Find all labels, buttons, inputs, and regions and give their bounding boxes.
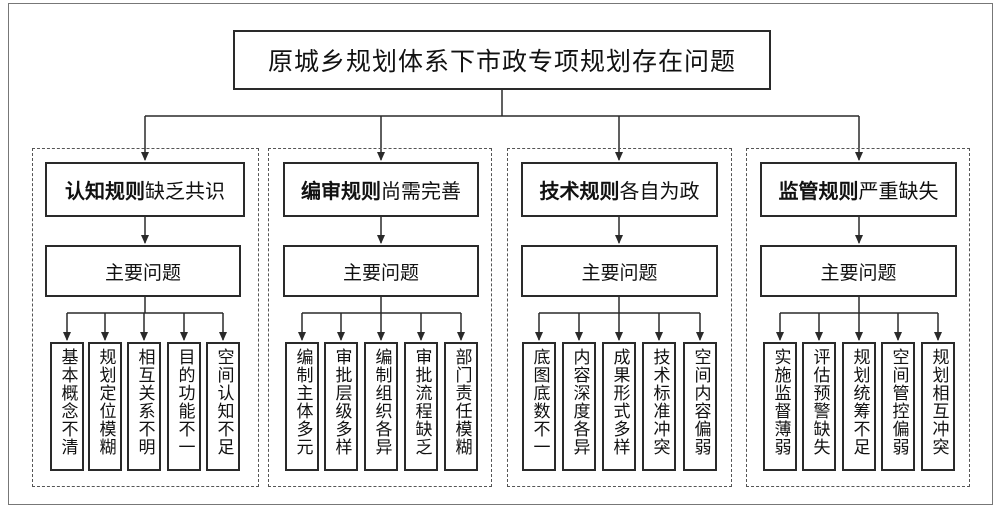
category-rest-compilation: 尚需完善 — [381, 179, 461, 203]
issue-label: 规划定位模糊 — [95, 348, 116, 456]
group-cognition — [32, 148, 259, 487]
issue-box: 审批层级多样 — [324, 342, 358, 471]
issue-label: 内容深度各异 — [569, 348, 590, 456]
group-technical — [507, 148, 732, 487]
issue-label: 规划相互冲突 — [928, 348, 949, 456]
issue-label: 规划统筹不足 — [849, 348, 870, 456]
issue-label: 技术标准冲突 — [649, 348, 670, 456]
issue-label: 实施监督薄弱 — [770, 348, 791, 456]
category-bold-supervision: 监管规则 — [778, 179, 859, 203]
category-rest-cognition: 缺乏共识 — [145, 179, 225, 203]
issue-label: 部门责任模糊 — [451, 348, 472, 456]
issue-box: 规划定位模糊 — [88, 342, 122, 471]
category-box-cognition: 认知规则缺乏共识 — [45, 162, 245, 217]
issue-box: 相互关系不明 — [127, 342, 161, 471]
category-title-supervision: 监管规则严重缺失 — [779, 175, 939, 204]
category-bold-technical: 技术规则 — [539, 179, 620, 203]
category-title-compilation: 编审规则尚需完善 — [301, 175, 461, 204]
issue-box: 空间管控偏弱 — [881, 342, 915, 471]
issue-label: 评估预警缺失 — [809, 348, 830, 456]
issue-box: 编制组织各异 — [364, 342, 398, 471]
issue-label: 相互关系不明 — [134, 348, 155, 456]
issue-box: 评估预警缺失 — [802, 342, 836, 471]
group-compilation — [268, 148, 492, 487]
issue-box: 目的功能不一 — [167, 342, 201, 471]
root-title-box: 原城乡规划体系下市政专项规划存在问题 — [233, 30, 771, 90]
main-issues-box-technical: 主要问题 — [521, 245, 718, 297]
main-issues-label: 主要问题 — [581, 261, 658, 284]
main-issues-label: 主要问题 — [342, 261, 419, 284]
category-title-technical: 技术规则各自为政 — [540, 175, 700, 204]
root-title: 原城乡规划体系下市政专项规划存在问题 — [267, 47, 736, 76]
issue-label: 空间认知不足 — [213, 348, 234, 456]
issue-box: 空间认知不足 — [206, 342, 240, 471]
issue-box: 技术标准冲突 — [642, 342, 676, 471]
group-supervision — [746, 148, 970, 487]
issue-label: 审批层级多样 — [331, 348, 352, 456]
issue-label: 目的功能不一 — [174, 348, 195, 456]
issue-box: 审批流程缺乏 — [404, 342, 438, 471]
issue-box: 编制主体多元 — [285, 342, 319, 471]
issue-label: 底图底数不一 — [529, 348, 550, 456]
issue-box: 部门责任模糊 — [444, 342, 478, 471]
issue-label: 空间管控偏弱 — [888, 348, 909, 456]
category-bold-cognition: 认知规则 — [65, 179, 145, 203]
main-issues-box-supervision: 主要问题 — [760, 245, 957, 297]
issue-box: 规划统筹不足 — [842, 342, 876, 471]
category-box-supervision: 监管规则严重缺失 — [760, 162, 957, 217]
outer-frame — [8, 3, 993, 505]
issue-label: 编制组织各异 — [371, 348, 392, 456]
issue-box: 空间内容偏弱 — [683, 342, 717, 471]
category-bold-compilation: 编审规则 — [301, 179, 381, 203]
issue-label: 成果形式多样 — [609, 348, 630, 456]
issue-label: 审批流程缺乏 — [411, 348, 432, 456]
main-issues-label: 主要问题 — [104, 261, 181, 284]
category-rest-supervision: 严重缺失 — [858, 179, 939, 203]
issue-label: 编制主体多元 — [292, 348, 313, 456]
category-title-cognition: 认知规则缺乏共识 — [65, 175, 225, 204]
main-issues-label: 主要问题 — [820, 261, 897, 284]
issue-box: 成果形式多样 — [602, 342, 636, 471]
issue-label: 空间内容偏弱 — [690, 348, 711, 456]
main-issues-box-cognition: 主要问题 — [45, 245, 241, 297]
main-issues-box-compilation: 主要问题 — [283, 245, 479, 297]
category-box-compilation: 编审规则尚需完善 — [283, 162, 479, 217]
issue-box: 底图底数不一 — [522, 342, 556, 471]
issue-box: 内容深度各异 — [562, 342, 596, 471]
category-box-technical: 技术规则各自为政 — [521, 162, 718, 217]
category-rest-technical: 各自为政 — [619, 179, 700, 203]
issue-box: 基本概念不清 — [50, 342, 84, 471]
issue-box: 规划相互冲突 — [921, 342, 955, 471]
issue-box: 实施监督薄弱 — [763, 342, 797, 471]
issue-label: 基本概念不清 — [57, 348, 78, 456]
